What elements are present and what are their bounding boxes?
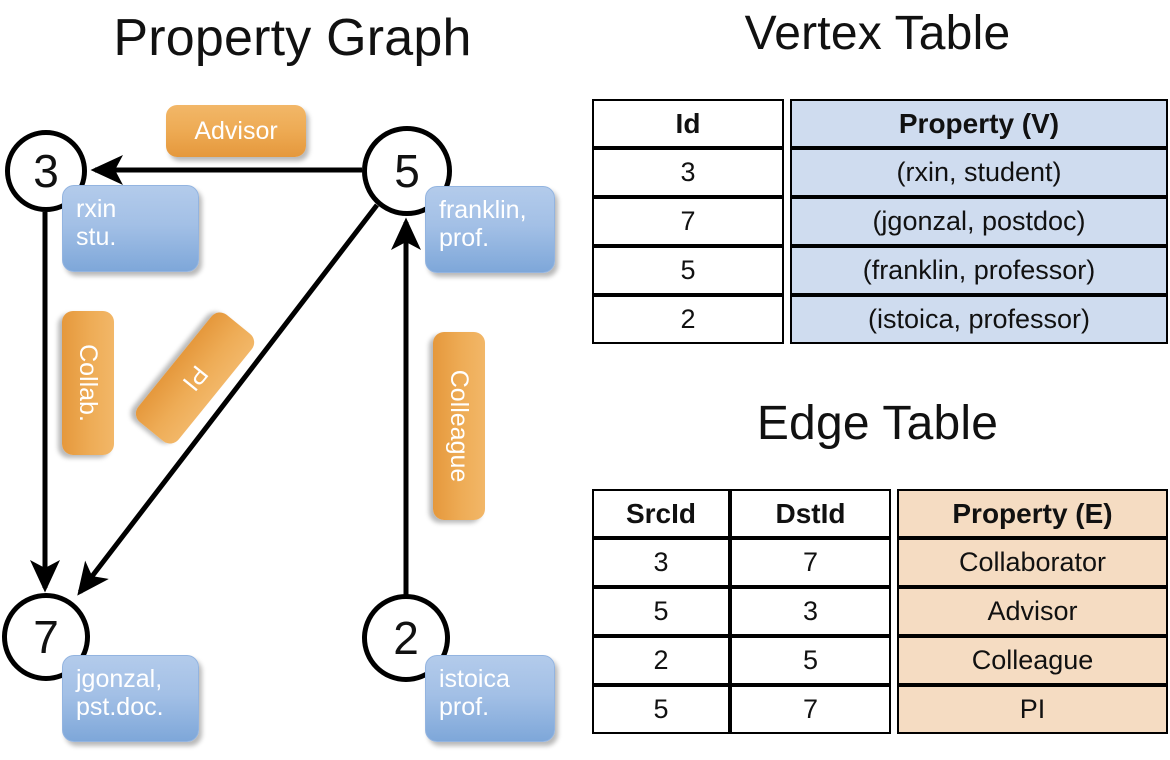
edge-row-2-src: 2 xyxy=(592,636,730,685)
edge-table-column-gap xyxy=(891,587,897,636)
table-row: 5 3 Advisor xyxy=(592,587,1168,636)
edge-row-3-property: PI xyxy=(897,685,1168,734)
edge-table-header-property: Property (E) xyxy=(897,489,1168,538)
vertex-row-3-id: 2 xyxy=(592,295,784,344)
edge-table-column-gap xyxy=(891,489,897,538)
vertex-table: Id Property (V) 3 (rxin, student) 7 (jgo… xyxy=(592,99,1168,344)
vertex-row-1-property: (jgonzal, postdoc) xyxy=(790,197,1168,246)
edge-table-column-gap xyxy=(891,538,897,587)
page-title-edge-table: Edge Table xyxy=(756,397,999,450)
edge-row-0-src: 3 xyxy=(592,538,730,587)
vertex-table-column-gap xyxy=(784,99,790,148)
table-row: 7 (jgonzal, postdoc) xyxy=(592,197,1168,246)
edge-table: SrcId DstId Property (E) 3 7 Collaborato… xyxy=(592,489,1168,734)
edge-row-3-src: 5 xyxy=(592,685,730,734)
vertex-property-istoica-line2: prof. xyxy=(439,693,490,721)
vertex-row-0-property: (rxin, student) xyxy=(790,148,1168,197)
vertex-row-2-property: (franklin, professor) xyxy=(790,246,1168,295)
vertex-property-box-jgonzal: jgonzal, pst.doc. xyxy=(62,655,199,742)
vertex-table-column-gap xyxy=(784,197,790,246)
page-title-vertex-table: Vertex Table xyxy=(744,7,1011,60)
table-row: 2 5 Colleague xyxy=(592,636,1168,685)
vertex-table-column-gap xyxy=(784,295,790,344)
vertex-row-1-id: 7 xyxy=(592,197,784,246)
graph-node-5[interactable]: 5 xyxy=(362,126,452,216)
vertex-table-header-row: Id Property (V) xyxy=(592,99,1168,148)
page-title-property-graph: Property Graph xyxy=(113,9,472,67)
edge-table-header-srcid: SrcId xyxy=(592,489,730,538)
vertex-property-box-franklin: franklin, prof. xyxy=(425,186,555,273)
edge-label-pi: PI xyxy=(177,360,214,397)
graph-edge-arrows xyxy=(30,155,421,596)
edge-table-header-dstid: DstId xyxy=(730,489,891,538)
edge-label-advisor: Advisor xyxy=(194,116,278,145)
edge-label-box-collab: Collab. xyxy=(62,311,114,455)
edge-label-box-colleague: Colleague xyxy=(433,332,485,520)
edge-row-3-dst: 7 xyxy=(730,685,891,734)
edge-row-1-dst: 3 xyxy=(730,587,891,636)
edge-table-header-row: SrcId DstId Property (E) xyxy=(592,489,1168,538)
table-row: 5 7 PI xyxy=(592,685,1168,734)
edge-row-2-property: Colleague xyxy=(897,636,1168,685)
vertex-table-column-gap xyxy=(784,148,790,197)
vertex-table-header-property: Property (V) xyxy=(790,99,1168,148)
table-row: 3 (rxin, student) xyxy=(592,148,1168,197)
edge-label-collab: Collab. xyxy=(74,344,103,422)
vertex-row-3-property: (istoica, professor) xyxy=(790,295,1168,344)
vertex-property-istoica-line1: istoica xyxy=(439,665,510,693)
table-row: 2 (istoica, professor) xyxy=(592,295,1168,344)
vertex-property-rxin-line1: rxin xyxy=(76,195,117,223)
vertex-property-franklin-line2: prof. xyxy=(439,224,490,252)
edge-table-column-gap xyxy=(891,636,897,685)
graph-node-2[interactable]: 2 xyxy=(362,594,450,682)
table-row: 3 7 Collaborator xyxy=(592,538,1168,587)
vertex-row-0-id: 3 xyxy=(592,148,784,197)
table-row: 5 (franklin, professor) xyxy=(592,246,1168,295)
edge-row-0-property: Collaborator xyxy=(897,538,1168,587)
edge-row-1-src: 5 xyxy=(592,587,730,636)
property-graph-panel: 3 5 7 2 rxin stu. franklin, prof. jgonza… xyxy=(2,105,555,742)
graph-node-2-label: 2 xyxy=(393,612,419,664)
vertex-table-header-id: Id xyxy=(592,99,784,148)
vertex-property-box-istoica: istoica prof. xyxy=(425,655,555,742)
edge-row-0-dst: 7 xyxy=(730,538,891,587)
edge-row-2-dst: 5 xyxy=(730,636,891,685)
edge-label-box-advisor: Advisor xyxy=(166,105,306,157)
graph-node-3-label: 3 xyxy=(33,145,59,197)
vertex-property-jgonzal-line2: pst.doc. xyxy=(76,693,164,721)
vertex-property-box-rxin: rxin stu. xyxy=(62,185,199,272)
vertex-property-franklin-line1: franklin, xyxy=(439,196,527,224)
edge-row-1-property: Advisor xyxy=(897,587,1168,636)
vertex-property-jgonzal-line1: jgonzal, xyxy=(76,665,163,693)
vertex-row-2-id: 5 xyxy=(592,246,784,295)
edge-arrow-5-to-7 xyxy=(77,203,379,596)
graph-node-7-label: 7 xyxy=(33,611,59,663)
vertex-property-rxin-line2: stu. xyxy=(76,223,117,251)
vertex-table-column-gap xyxy=(784,246,790,295)
edge-label-colleague: Colleague xyxy=(445,369,474,483)
graph-node-5-label: 5 xyxy=(394,145,420,197)
edge-table-column-gap xyxy=(891,685,897,734)
